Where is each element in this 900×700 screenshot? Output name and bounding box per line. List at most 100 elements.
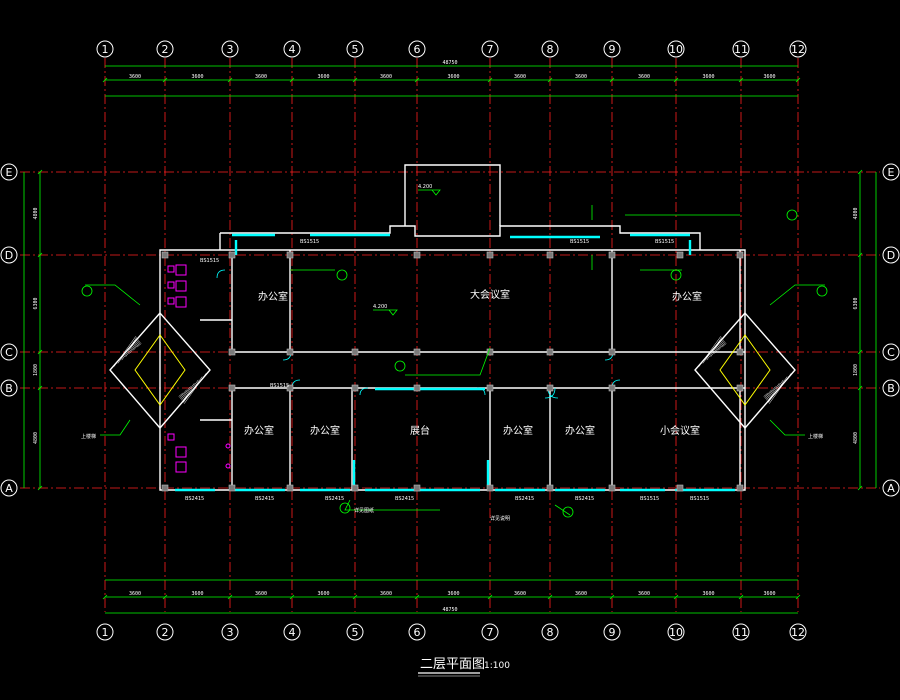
axis-bubble [789,40,807,58]
exterior-walls [159,164,746,491]
dimension-value: 3600 [638,591,650,597]
axis-bubble [0,479,18,497]
stair-tread [137,343,142,348]
dimension-tick [37,385,43,391]
axis-label: B [887,382,895,395]
dimension-value: 3600 [763,591,775,597]
stair-tread [129,340,140,354]
structural-column [546,384,554,392]
dimension-value: 3600 [380,591,392,597]
axis-label: A [5,482,13,495]
axis-label: 4 [289,626,296,639]
dimension-value: 3600 [447,591,459,597]
structural-column [286,484,294,492]
bottom-left-note: 详见图纸 [354,507,374,514]
stair-tread [767,379,784,402]
structural-column [608,251,616,259]
total-dimension-top: 48750 [442,60,457,66]
dimension-value: 3600 [514,74,526,80]
dimension-tick [414,594,420,600]
stair-tread [768,373,792,404]
dimension-tick [857,252,863,258]
drawing-scale: 1:100 [484,661,510,671]
structural-column [161,484,169,492]
axis-bubble [346,623,364,641]
axis-bubble [667,623,685,641]
dimension-tick [162,594,168,600]
axis-bubble [603,40,621,58]
room-labels: 办公室 大会议室 办公室 办公室 办公室 展台 办公室 办公室 小会议室 [244,288,702,437]
axis-label: 11 [734,626,748,639]
dimension-tick [487,77,493,83]
axis-label: 4 [289,43,296,56]
stair-tread [117,337,138,364]
window-tag: BS2415 [255,496,274,502]
window-tag: BS1515 [270,383,289,389]
window-tag: BS2415 [325,496,344,502]
dimension-value: 3600 [191,74,203,80]
dimension-tick [547,77,553,83]
leader-notes: 上楼梯 上楼梯 详见图纸 详见说明 [81,205,828,522]
axis-bubble [882,479,900,497]
structural-column [736,484,744,492]
dimension-tick [289,594,295,600]
dimension-tick [673,594,679,600]
stair-tread [766,383,780,401]
stair-tread [121,338,138,361]
structural-column [228,484,236,492]
window-tag: BS2415 [395,496,414,502]
axis-label: 3 [227,626,234,639]
room-label: 办公室 [244,424,274,437]
dimension-value: 3600 [317,591,329,597]
structural-column [546,348,554,356]
axis-label: 12 [791,43,805,56]
dimension-value: 3600 [317,74,329,80]
structural-columns [161,251,744,492]
window-tag: BS2415 [515,496,534,502]
dimension-tick [795,594,801,600]
axis-bubble [0,379,18,397]
window-tag: BS1515 [655,239,674,245]
room-label: 办公室 [565,424,595,437]
structural-column [736,384,744,392]
stair-tread [182,379,199,402]
structural-column [736,251,744,259]
axis-bubble [221,40,239,58]
stair-tread [125,339,139,357]
stair-tread [133,342,141,351]
axis-label: 7 [487,43,494,56]
dimension-value: 3600 [763,74,775,80]
axis-label: 3 [227,43,234,56]
dimension-value: 3600 [514,591,526,597]
window-tag: BS2415 [185,496,204,502]
axis-bubble [0,163,18,181]
axis-bubble [221,623,239,641]
structural-column [736,348,744,356]
structural-column [286,251,294,259]
dimension-value: 4800 [853,207,859,219]
axis-label: 11 [734,43,748,56]
axis-label: E [6,166,13,179]
dimension-tick [857,169,863,175]
axis-label: D [887,249,895,262]
dimension-tick [37,485,43,491]
axis-label: 8 [547,43,554,56]
dimension-value: 4800 [853,432,859,444]
dimension-value: 3600 [575,74,587,80]
stair-tread [767,376,788,403]
structural-column [676,251,684,259]
dimension-tick [37,349,43,355]
axis-bubble [156,623,174,641]
level-mark: 4.200 [373,304,387,310]
toilet-fixtures [167,264,231,473]
axis-label: 5 [352,43,359,56]
window-tag: BS1515 [200,258,219,264]
stair-tread [710,339,724,357]
structural-column [228,384,236,392]
right-stair-tower [694,311,796,430]
structural-column [286,384,294,392]
